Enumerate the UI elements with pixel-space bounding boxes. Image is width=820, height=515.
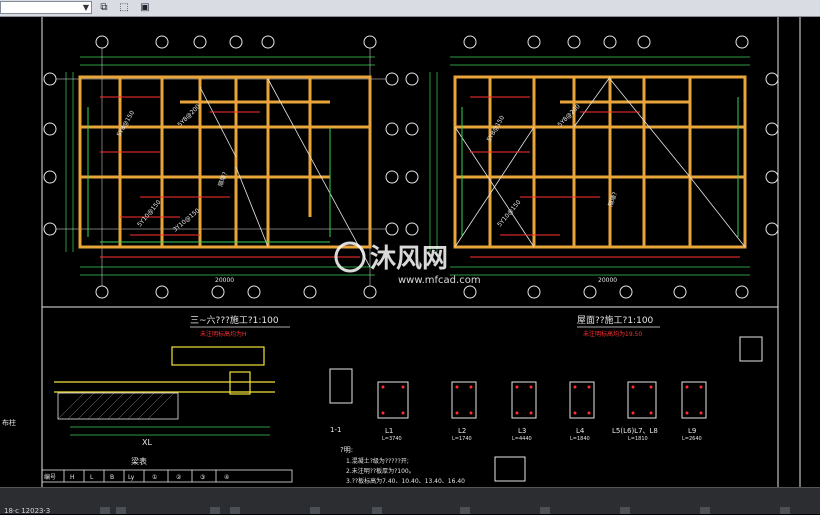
right-top-axis-circles bbox=[463, 35, 749, 49]
beam-label: XL bbox=[142, 438, 152, 447]
svg-text:L: L bbox=[90, 474, 94, 481]
left-green-rebar bbox=[87, 107, 331, 243]
right-slab-diagonals bbox=[454, 76, 746, 248]
chevron-down-icon[interactable]: ▼ bbox=[82, 3, 89, 12]
svg-text:H: H bbox=[70, 474, 75, 481]
left-rebar-labels: 5Y8@150 5Y8@200 5Y10@150 3Y10@150 隔墙? bbox=[116, 103, 229, 234]
section-L5-label: L5(L6)L7、L8 bbox=[612, 427, 658, 435]
layer-previous-icon[interactable]: ⬚ bbox=[119, 2, 129, 13]
sections-group: 1-1 L1 L=3740 L2 L=1740 L3 L=4440 L4 L=1… bbox=[329, 336, 763, 482]
settings-gear-icon[interactable] bbox=[700, 507, 710, 514]
left-margin-text: 布柱 bbox=[2, 418, 16, 427]
left-side-axis-circles bbox=[43, 72, 399, 236]
watermark-brand: 沐风网 bbox=[370, 244, 448, 274]
section-L4-label: L4 bbox=[576, 427, 585, 435]
osnap-toggle-icon[interactable] bbox=[310, 507, 320, 514]
right-dimension-lines bbox=[429, 56, 750, 276]
section-1-label: 1-1 bbox=[330, 426, 341, 434]
watermark: 沐风网 www.mfcad.com bbox=[334, 241, 481, 286]
coordinate-readout: 18·c 12023·3 bbox=[4, 507, 51, 515]
svg-text:5Y8@200: 5Y8@200 bbox=[556, 103, 581, 128]
left-rebar-marks bbox=[100, 96, 360, 258]
drawing-canvas[interactable]: 布柱 bbox=[0, 17, 820, 487]
left-slab-diagonals bbox=[199, 78, 371, 268]
annotation-scale-icon[interactable] bbox=[540, 507, 550, 514]
svg-text:隔墙?: 隔墙? bbox=[216, 171, 229, 188]
notes-block: ?明: 1.混凝土?级为?????开; 2.未注明??板厚为?100。 3.??… bbox=[340, 446, 465, 485]
left-plan-subtitle: 未注明标高均为H bbox=[200, 330, 247, 338]
layer-iso-icon[interactable]: ▣ bbox=[140, 2, 150, 13]
left-floor-plan: 5Y8@150 5Y8@200 5Y10@150 3Y10@150 隔墙? 三~… bbox=[43, 35, 399, 338]
section-L1-length: L=3740 bbox=[382, 436, 402, 442]
svg-text:5Y8@200: 5Y8@200 bbox=[176, 103, 201, 128]
polar-toggle-icon[interactable] bbox=[230, 507, 240, 514]
snap-toggle-icon[interactable] bbox=[100, 507, 110, 514]
svg-text:④: ④ bbox=[224, 474, 229, 481]
otrack-toggle-icon[interactable] bbox=[372, 507, 382, 514]
beam-table bbox=[41, 469, 293, 483]
right-beams bbox=[453, 75, 747, 249]
left-beams bbox=[78, 75, 372, 249]
right-floor-plan: 5Y8@150 5Y8@200 5Y10@150 隔墙? 屋面??施工?1:10… bbox=[405, 35, 779, 338]
layer-dropdown[interactable]: ▼ bbox=[0, 1, 92, 14]
notes-heading: ?明: bbox=[340, 446, 353, 454]
right-side-axis-circles bbox=[405, 72, 779, 236]
section-L3-length: L=4440 bbox=[512, 436, 532, 442]
svg-text:3Y10@150: 3Y10@150 bbox=[172, 207, 202, 233]
beam-table-headers: 编号 H L B Ly ① ② ③ ④ bbox=[44, 473, 229, 481]
notes-line-1: 1.混凝土?级为?????开; bbox=[346, 457, 409, 465]
left-top-axis-circles bbox=[95, 35, 377, 49]
svg-text:①: ① bbox=[152, 474, 157, 481]
svg-text:③: ③ bbox=[200, 474, 205, 481]
svg-text:5Y10@150: 5Y10@150 bbox=[136, 199, 162, 229]
svg-text:②: ② bbox=[176, 474, 182, 481]
cad-drawing: 布柱 bbox=[2, 17, 801, 487]
section-L5-length: L=1810 bbox=[628, 436, 648, 442]
right-plan-title: 屋面??施工?1:100 bbox=[577, 314, 654, 326]
left-dimension-lines bbox=[65, 56, 375, 276]
left-bottom-axis-circles bbox=[95, 285, 377, 299]
beam-detail: XL 梁表 编号 H L B Ly ① ② ③ ④ bbox=[41, 346, 293, 483]
fullscreen-icon[interactable] bbox=[780, 507, 790, 514]
svg-text:隔墙?: 隔墙? bbox=[606, 191, 619, 208]
right-bottom-axis-circles bbox=[463, 285, 749, 299]
right-rebar-labels: 5Y8@150 5Y8@200 5Y10@150 隔墙? bbox=[486, 103, 619, 228]
grid-toggle-icon[interactable] bbox=[116, 507, 126, 514]
left-total-dim: 20000 bbox=[215, 277, 234, 284]
section-L9-length: L=2640 bbox=[682, 436, 702, 442]
right-total-dim: 20000 bbox=[598, 277, 617, 284]
workspace-icon[interactable] bbox=[620, 507, 630, 514]
watermark-url: www.mfcad.com bbox=[398, 275, 481, 286]
toolbar: ▼ ⧉ ⬚ ▣ bbox=[0, 0, 820, 17]
notes-line-3: 3.??板标高为7.40、10.40、13.40、16.40 bbox=[346, 477, 465, 485]
left-plan-title: 三~六???施工?1:100 bbox=[190, 314, 279, 326]
right-plan-subtitle: 未注明标高均为19.50 bbox=[583, 330, 642, 338]
notes-line-2: 2.未注明??板厚为?100。 bbox=[346, 467, 415, 475]
beam-table-title: 梁表 bbox=[131, 456, 147, 466]
ortho-toggle-icon[interactable] bbox=[210, 507, 220, 514]
layer-state-icon[interactable]: ⧉ bbox=[100, 2, 108, 13]
status-bar: 18·c 12023·3 bbox=[0, 487, 820, 515]
section-L1-label: L1 bbox=[385, 427, 393, 435]
section-L2-label: L2 bbox=[458, 427, 466, 435]
lineweight-toggle-icon[interactable] bbox=[460, 507, 470, 514]
right-green-rebar bbox=[461, 97, 739, 237]
svg-text:Ly: Ly bbox=[128, 474, 135, 481]
section-L2-length: L=1740 bbox=[452, 436, 472, 442]
section-L3-label: L3 bbox=[518, 427, 526, 435]
svg-text:编号: 编号 bbox=[44, 473, 56, 481]
right-rebar-marks bbox=[470, 96, 740, 258]
svg-text:B: B bbox=[110, 474, 114, 481]
section-L4-length: L=1840 bbox=[570, 436, 590, 442]
section-L9-label: L9 bbox=[688, 427, 696, 435]
